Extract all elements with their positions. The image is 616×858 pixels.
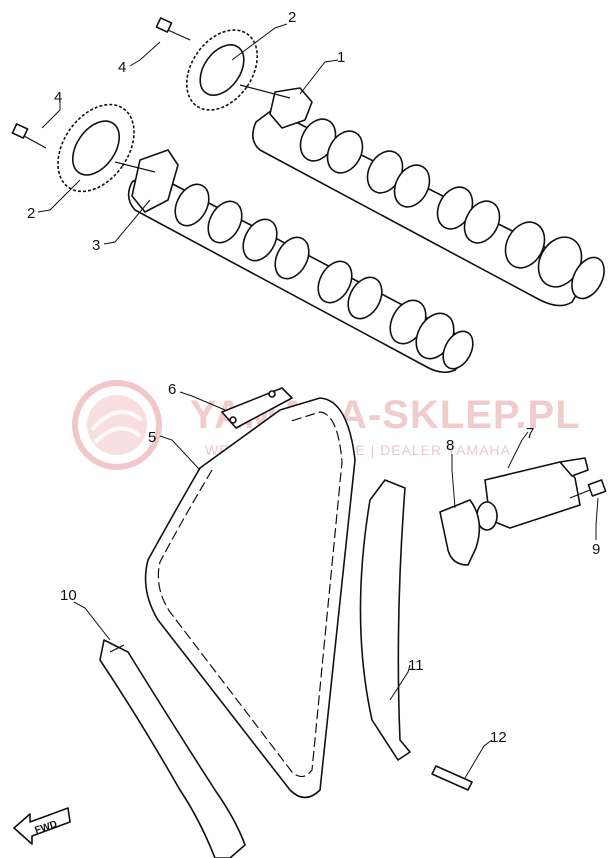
sprocket-bolt-upper	[155, 17, 191, 41]
callout-2-upper: 2	[288, 9, 296, 26]
forward-arrow: FWD	[13, 807, 71, 845]
cam-sprocket-upper	[185, 29, 291, 111]
callout-6: 6	[168, 381, 176, 398]
cam-lobes-intake	[174, 183, 455, 360]
callout-5: 5	[148, 429, 156, 446]
chain-guide-front	[99, 639, 246, 858]
callout-11: 11	[408, 657, 424, 674]
sprocket-bolt-lower	[11, 123, 47, 149]
callout-9: 9	[592, 541, 600, 558]
callout-8: 8	[446, 437, 454, 454]
chain-tensioner-guide	[359, 479, 411, 761]
tensioner-bolt	[569, 479, 607, 499]
callout-4-upper: 4	[118, 59, 126, 76]
tensioner-gasket	[439, 499, 481, 566]
callout-1: 1	[337, 49, 345, 66]
callout-10: 10	[60, 587, 77, 604]
camshaft-intake	[127, 149, 474, 374]
callout-4-lower: 4	[54, 89, 62, 106]
callout-3: 3	[92, 237, 100, 254]
timing-chain	[144, 397, 356, 799]
callout-2-lower: 2	[27, 205, 35, 222]
callouts: 1 2 2 3 4 4 5 6 7 8 9 10 11 12	[27, 9, 600, 746]
leader-lines	[37, 23, 599, 779]
cam-lobes-exhaust	[299, 118, 583, 288]
camshaft-exhaust	[252, 87, 605, 307]
callout-7: 7	[526, 425, 534, 442]
chain-guide-top	[221, 387, 293, 429]
chain-tensioner	[476, 457, 589, 531]
cam-sprocket-lower	[57, 103, 156, 193]
watermark-logo	[72, 380, 162, 470]
callout-12: 12	[490, 729, 507, 746]
guide-pin	[431, 765, 473, 791]
